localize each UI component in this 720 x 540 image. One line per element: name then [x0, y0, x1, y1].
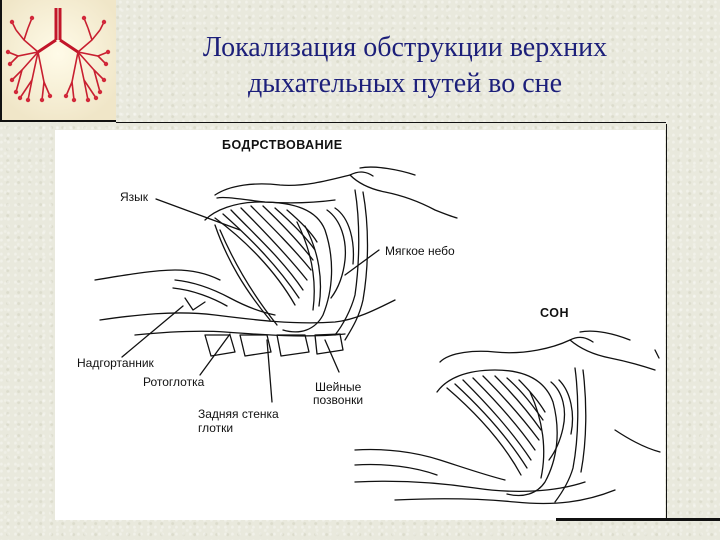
corner-bar-bottom — [556, 518, 720, 521]
heading-sleep: СОН — [540, 306, 569, 320]
heading-awake: БОДРСТВОВАНИЕ — [222, 138, 343, 152]
label-epiglottis: Надгортанник — [77, 356, 154, 370]
logo-divider-horizontal — [0, 120, 116, 122]
label-posterior-wall-2: глотки — [198, 421, 234, 435]
title-line-1: Локализация обструкции верхних — [202, 32, 608, 63]
airway-diagram: БОДРСТВОВАНИЕ СОН Язык Мягкое небо Надго… — [55, 130, 665, 520]
sleep-anatomy — [354, 330, 661, 505]
logo-divider-vertical — [0, 0, 2, 122]
slide-title: Локализация обструкции верхних дыхательн… — [125, 30, 685, 102]
corner-bar-right — [666, 124, 667, 518]
title-rule — [116, 122, 666, 123]
label-tongue: Язык — [120, 190, 149, 204]
label-posterior-wall-1: Задняя стенка — [198, 407, 279, 421]
label-oropharynx: Ротоглотка — [143, 375, 205, 389]
airway-illustration — [94, 166, 661, 505]
title-line-2: дыхательных путей во сне — [247, 68, 563, 99]
lungs-icon — [0, 0, 116, 120]
label-cervical-vertebrae-1: Шейные — [315, 380, 362, 394]
logo-panel — [0, 0, 116, 120]
awake-anatomy — [94, 166, 458, 403]
label-soft-palate: Мягкое небо — [385, 244, 455, 258]
label-cervical-vertebrae-2: позвонки — [313, 393, 364, 407]
